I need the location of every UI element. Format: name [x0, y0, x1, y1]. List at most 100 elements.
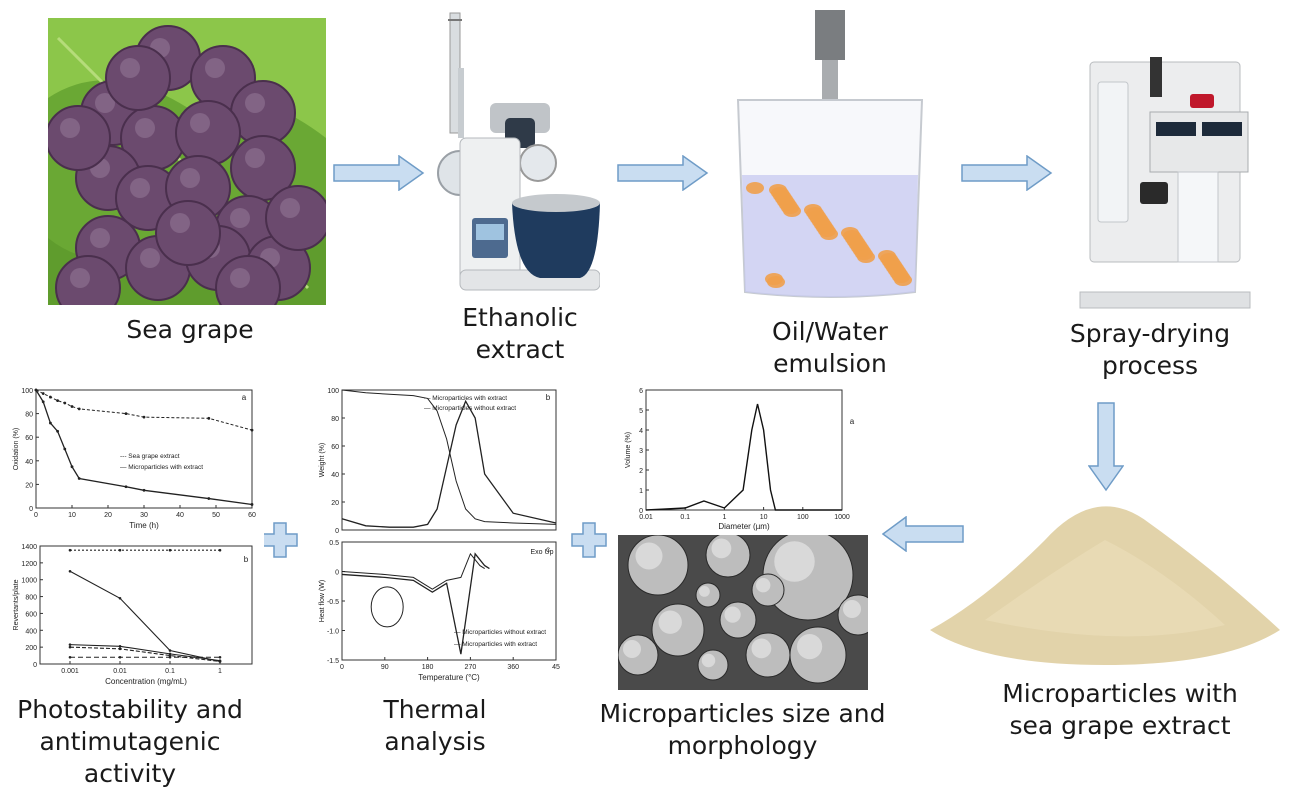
- y-tick-label: 4: [639, 428, 643, 435]
- oil-droplet: [769, 184, 787, 196]
- series-line: [69, 570, 221, 663]
- data-point: [56, 399, 59, 403]
- data-point: [218, 660, 222, 663]
- x-tick-label: 0: [34, 512, 38, 519]
- grape-highlight: [230, 268, 250, 288]
- x-axis-label: Concentration (mg/mL): [105, 677, 187, 686]
- series-line: [341, 389, 557, 525]
- y-tick-label: 3: [639, 448, 643, 455]
- data-point: [118, 655, 122, 659]
- panel-label: a: [242, 393, 247, 402]
- series-line: [35, 389, 253, 431]
- sphere-highlight: [724, 606, 741, 623]
- oil-droplet: [878, 250, 896, 262]
- oil-droplet: [804, 204, 822, 216]
- x-tick-label: 270: [465, 664, 477, 671]
- y-tick-label: 100: [327, 388, 339, 395]
- grape-highlight: [140, 248, 160, 268]
- data-point: [124, 485, 128, 489]
- y-tick-label: 0: [335, 570, 339, 577]
- plot-frame: [341, 389, 557, 531]
- x-axis-label: Diameter (µm): [718, 522, 770, 531]
- sphere-highlight: [751, 638, 772, 659]
- grape-highlight: [95, 93, 115, 113]
- left-arrow-icon: [882, 516, 964, 552]
- data-point: [56, 429, 59, 433]
- legend-entry: — Microparticles with extract: [120, 464, 203, 471]
- caption-ethanolic-extract: Ethanolic extract: [462, 303, 578, 364]
- y-axis-label: Revertants/plate: [13, 579, 20, 630]
- caption-photostability: Photostability and antimutagenic activit…: [17, 695, 243, 788]
- data-point: [168, 548, 172, 552]
- series-line: [35, 389, 253, 506]
- legend-entry: — Microparticles without extract: [424, 405, 516, 412]
- sphere-highlight: [843, 600, 861, 618]
- y-tick-label: 600: [25, 611, 37, 618]
- data-point: [63, 401, 67, 405]
- grape-highlight: [170, 213, 190, 233]
- y-tick-label: 0: [335, 528, 339, 534]
- y-tick-label: 0.5: [329, 540, 339, 547]
- caption-spray-drying: Spray-drying process: [1069, 319, 1231, 380]
- y-tick-label: -1.5: [327, 658, 339, 665]
- sphere-highlight: [701, 653, 716, 668]
- y-tick-label: -0.5: [327, 599, 339, 606]
- grape-highlight: [60, 118, 80, 138]
- data-point: [68, 645, 72, 649]
- caption-microparticles-extract: Microparticles with sea grape extract: [1002, 679, 1238, 740]
- data-point: [207, 497, 211, 500]
- data-point: [77, 407, 81, 411]
- x-axis-label: Time (h): [129, 521, 159, 530]
- right-arrow-icon: [333, 155, 425, 191]
- y-tick-label: 40: [331, 472, 339, 479]
- panel-label: b: [546, 393, 551, 402]
- data-point: [49, 421, 52, 425]
- grape-highlight: [245, 148, 265, 168]
- y-tick-label: 20: [25, 482, 33, 489]
- spray-dryer-image: [1070, 22, 1255, 310]
- grape-highlight: [90, 228, 110, 248]
- data-point: [168, 655, 172, 659]
- grape-highlight: [135, 118, 155, 138]
- x-tick-label: 10: [760, 514, 768, 521]
- rotary-evaporator-image: [420, 8, 601, 298]
- data-point: [118, 645, 122, 648]
- data-point: [168, 649, 172, 652]
- grape-berry: [45, 105, 111, 171]
- data-point: [218, 548, 222, 552]
- x-tick-label: 1: [722, 514, 726, 521]
- sphere-highlight: [711, 538, 732, 559]
- x-tick-label: 45: [552, 664, 560, 671]
- x-tick-label: 0: [340, 664, 344, 671]
- series-line: [341, 399, 557, 528]
- x-tick-label: 100: [797, 514, 809, 521]
- sem-micrograph-image: [618, 535, 868, 690]
- series-line: [69, 646, 221, 663]
- caption-size-morphology: Microparticles size and morphology: [599, 699, 886, 760]
- x-tick-label: 90: [381, 664, 389, 671]
- data-point: [142, 415, 146, 419]
- x-tick-label: 10: [68, 512, 76, 519]
- data-point: [118, 596, 122, 600]
- sphere-highlight: [658, 610, 682, 634]
- x-tick-label: 180: [422, 664, 434, 671]
- x-tick-label: 0.1: [165, 668, 175, 675]
- oil-droplet: [746, 182, 764, 194]
- y-tick-label: 60: [331, 444, 339, 451]
- y-tick-label: 1: [639, 488, 643, 495]
- data-point: [63, 447, 67, 451]
- y-tick-label: 100: [21, 388, 33, 395]
- y-tick-label: 60: [25, 435, 33, 442]
- powder-pile-image: [925, 480, 1285, 670]
- sphere-highlight: [623, 640, 641, 658]
- data-point: [142, 488, 146, 492]
- grape-berry: [155, 200, 221, 266]
- data-point: [118, 548, 122, 552]
- y-tick-label: 0: [33, 662, 37, 669]
- x-tick-label: 60: [248, 512, 256, 519]
- y-axis-label: Oxidation (%): [13, 428, 20, 470]
- down-arrow-icon: [1088, 402, 1124, 492]
